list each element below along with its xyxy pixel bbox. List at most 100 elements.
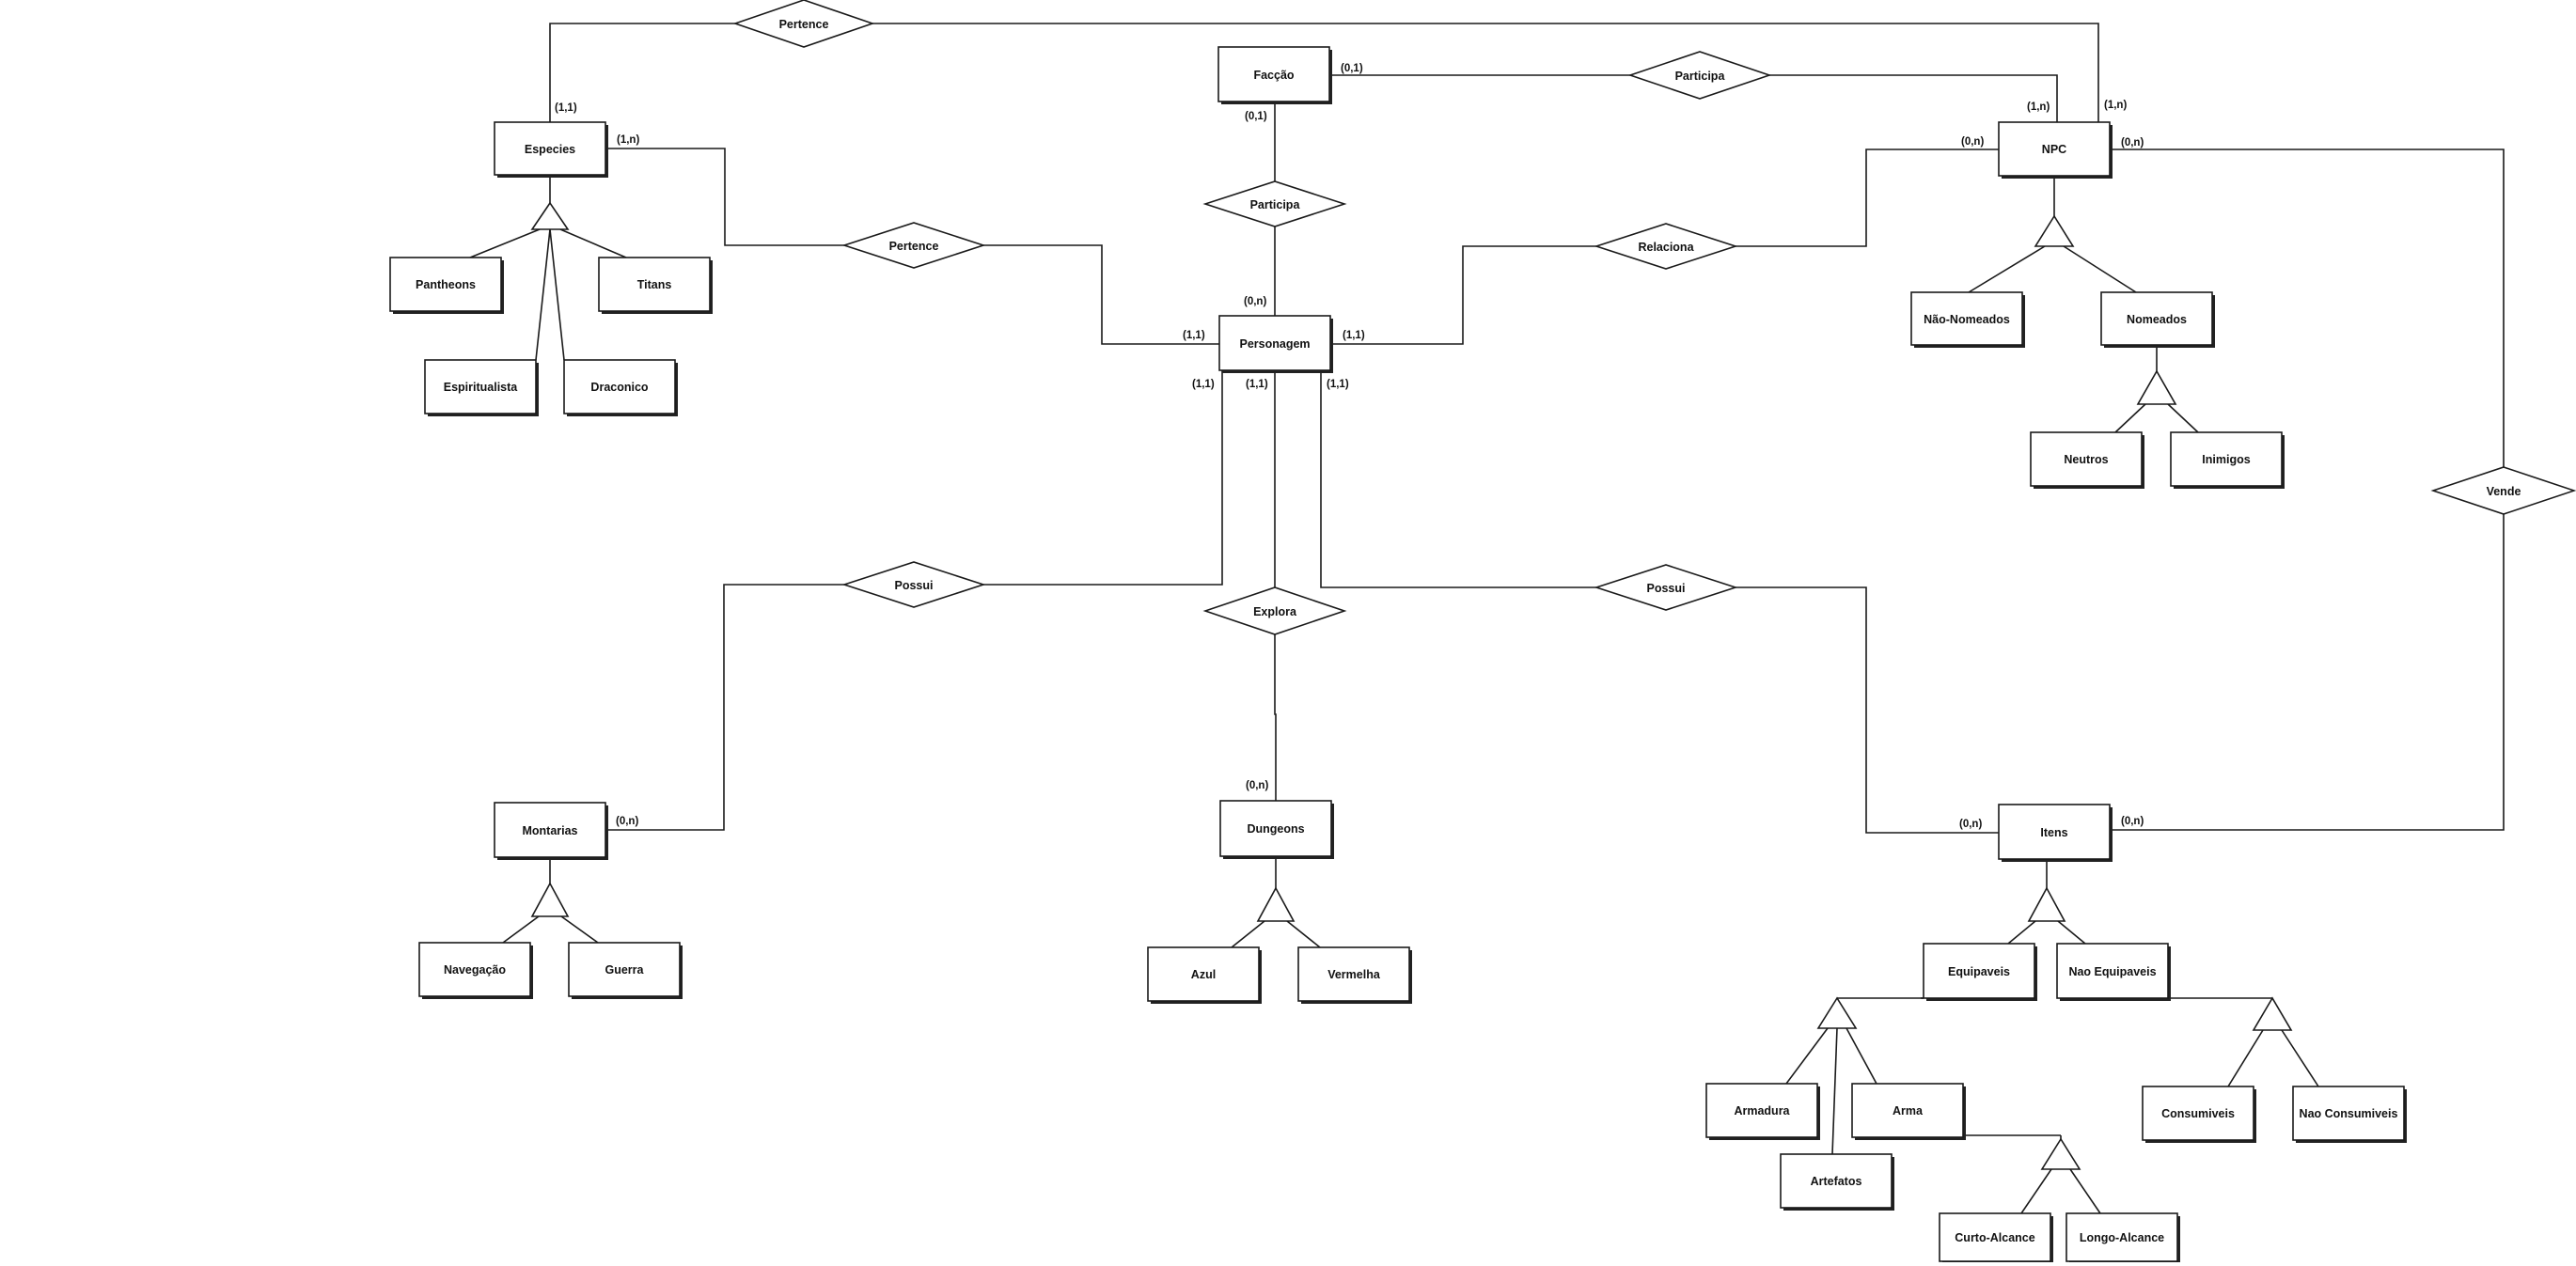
entity-curto-alcance[interactable]: Curto-Alcance xyxy=(1939,1212,2053,1262)
entity-draconico[interactable]: Draconico xyxy=(563,359,678,416)
connector-spec-curto-alcance xyxy=(2020,1168,2052,1214)
entity-guerra[interactable]: Guerra xyxy=(568,942,683,999)
entity-label: Consumiveis xyxy=(2161,1107,2235,1120)
cardinality-personagem-especies: (1,1) xyxy=(1183,330,1205,341)
entity-label: Armadura xyxy=(1734,1104,1790,1118)
relationship-possui-montarias[interactable]: Possui xyxy=(841,561,986,608)
entity-espiritualista[interactable]: Espiritualista xyxy=(424,359,539,416)
entity-nao-consumiveis[interactable]: Nao Consumiveis xyxy=(2292,1086,2407,1143)
connector-explora-dungeons xyxy=(1274,634,1277,801)
connector-pertence-top-npc xyxy=(872,23,2099,122)
entity-label: Vermelha xyxy=(1327,968,1381,981)
relationship-pertence-npc-especies[interactable]: Pertence xyxy=(732,0,875,48)
cardinality-montarias: (0,n) xyxy=(616,816,638,827)
entity-consumiveis[interactable]: Consumiveis xyxy=(2142,1086,2256,1143)
entity-artefatos[interactable]: Artefatos xyxy=(1780,1153,1894,1211)
connector-vende-itens xyxy=(2110,514,2505,831)
entity-nao-equipaveis[interactable]: Nao Equipaveis xyxy=(2056,943,2171,1001)
entity-box xyxy=(2292,1086,2405,1141)
entity-personagem[interactable]: Personagem xyxy=(1218,315,1333,373)
entity-vermelha[interactable]: Vermelha xyxy=(1297,946,1412,1004)
entity-nomeados[interactable]: Nomeados xyxy=(2100,291,2215,348)
entity-navegacao[interactable]: Navegação xyxy=(418,942,533,999)
entity-equipaveis[interactable]: Equipaveis xyxy=(1923,943,2037,1001)
entity-pantheons[interactable]: Pantheons xyxy=(389,257,504,314)
entity-neutros[interactable]: Neutros xyxy=(2030,431,2144,489)
cardinality-npc-vende: (0,n) xyxy=(2121,137,2144,148)
relationship-explora[interactable]: Explora xyxy=(1202,586,1347,635)
connector-relaciona-npc xyxy=(1736,148,1999,247)
connector-spec-azul xyxy=(1231,920,1265,948)
relationship-possui-itens[interactable]: Possui xyxy=(1594,564,1738,611)
cardinality-dungeons: (0,n) xyxy=(1246,780,1268,791)
entity-faccao[interactable]: Facção xyxy=(1217,46,1332,104)
cardinality-npc-relaciona: (0,n) xyxy=(1961,136,1984,148)
relationship-diamond xyxy=(1627,51,1772,100)
relationship-participa-faccao-personagem[interactable]: Participa xyxy=(1202,180,1347,227)
entity-label: Personagem xyxy=(1239,337,1310,351)
relationship-vende[interactable]: Vende xyxy=(2430,466,2576,515)
entity-box xyxy=(1998,804,2111,860)
entities: Facção Especies Pantheons Titans Espirit… xyxy=(389,46,2407,1262)
relationship-participa-faccao-npc[interactable]: Participa xyxy=(1627,51,1772,100)
relationship-diamond xyxy=(1202,586,1347,635)
entity-label: Equipaveis xyxy=(1948,965,2010,978)
connector-spec-navegacao xyxy=(502,915,540,944)
cardinality-personagem-itens: (1,1) xyxy=(1327,379,1349,390)
entity-box xyxy=(1851,1083,1964,1138)
entity-longo-alcance[interactable]: Longo-Alcance xyxy=(2066,1212,2180,1262)
entity-itens[interactable]: Itens xyxy=(1998,804,2113,862)
entity-label: Nao Equipaveis xyxy=(2068,965,2156,978)
entity-montarias[interactable]: Montarias xyxy=(494,802,608,860)
entity-nao-nomeados[interactable]: Não-Nomeados xyxy=(1910,291,2025,348)
entity-label: Não-Nomeados xyxy=(1924,313,2010,326)
entity-box xyxy=(1998,121,2111,177)
relationship-relaciona[interactable]: Relaciona xyxy=(1594,223,1738,270)
connector-possui-left-montarias xyxy=(604,584,844,831)
specialization-triangle-especies xyxy=(530,201,570,230)
connector-spec-pantheons xyxy=(469,228,541,258)
connector-npc-vende xyxy=(2110,148,2505,467)
entity-inimigos[interactable]: Inimigos xyxy=(2170,431,2285,489)
connector-especies-pertence-top xyxy=(549,23,735,122)
entity-label: Artefatos xyxy=(1811,1175,1862,1188)
entity-especies[interactable]: Especies xyxy=(494,121,608,178)
entity-armadura[interactable]: Armadura xyxy=(1705,1083,1820,1140)
connector-spec-titans xyxy=(559,228,627,258)
entity-label: NPC xyxy=(2042,143,2066,156)
connector-spec-consumiveis xyxy=(2227,1029,2264,1087)
specialization-triangle-dungeons xyxy=(1256,886,1296,922)
entity-label: Inimigos xyxy=(2202,453,2250,466)
entity-box xyxy=(1297,946,1410,1002)
entity-box xyxy=(1217,46,1330,102)
entity-box xyxy=(1939,1212,2051,1262)
cardinality-itens-possui: (0,n) xyxy=(1959,819,1982,830)
relationship-diamond xyxy=(1594,223,1738,270)
specialization-triangle-arma xyxy=(2040,1137,2081,1170)
cardinality-personagem-faccao: (0,n) xyxy=(1244,296,1266,307)
cardinality-personagem-dungeons: (1,1) xyxy=(1246,379,1268,390)
cardinality-npc-faccao: (1,n) xyxy=(2027,102,2050,113)
relationship-diamond xyxy=(1202,180,1347,227)
entity-dungeons[interactable]: Dungeons xyxy=(1219,800,1334,859)
relationship-diamond xyxy=(841,561,986,608)
cardinalities: (1,1) (1,n) (0,1) (0,1) (1,n) (1,n) (0,n… xyxy=(555,63,2144,830)
entity-label: Guerra xyxy=(605,963,645,977)
specialization-triangle-nao-equipaveis xyxy=(2252,996,2293,1031)
specialization-triangle-equipaveis xyxy=(1816,996,1858,1029)
connector-spec-equipaveis xyxy=(2007,920,2036,945)
entity-label: Pantheons xyxy=(416,278,476,291)
entity-titans[interactable]: Titans xyxy=(598,257,713,314)
entity-azul[interactable]: Azul xyxy=(1147,946,1262,1004)
relationship-pertence-especies-personagem[interactable]: Pertence xyxy=(841,222,986,269)
entity-box xyxy=(563,359,676,414)
entity-npc[interactable]: NPC xyxy=(1998,121,2113,179)
relationship-label: Pertence xyxy=(889,240,939,253)
entity-label: Arma xyxy=(1893,1104,1924,1118)
entity-label: Montarias xyxy=(522,824,577,837)
specialization-triangle-npc xyxy=(2034,214,2075,247)
entity-arma[interactable]: Arma xyxy=(1851,1083,1966,1140)
connector-spec-longo-alcance xyxy=(2069,1168,2101,1214)
connector-personagem-possui-left xyxy=(983,370,1223,586)
